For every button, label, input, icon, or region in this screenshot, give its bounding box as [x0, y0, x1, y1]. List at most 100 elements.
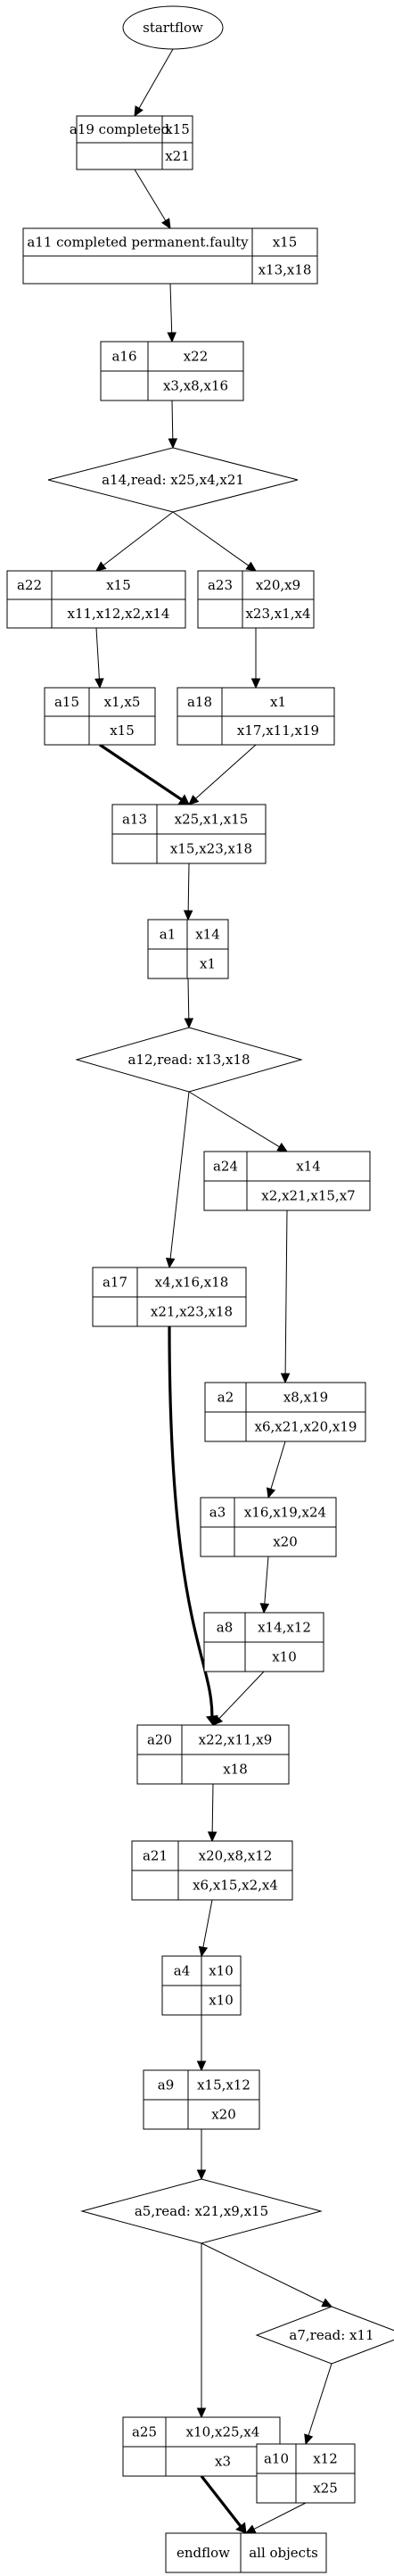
node-name: endflow [176, 2545, 230, 2561]
edge-line [284, 1210, 288, 1375]
edge-a3-a8 [259, 1556, 270, 1614]
edge-line [171, 400, 174, 440]
arrowhead [198, 1945, 209, 1958]
arrowhead [134, 105, 144, 118]
node-name: a4 [174, 1963, 191, 1979]
edge-line [169, 1091, 190, 1259]
edge-a24-a2 [280, 1210, 291, 1384]
node-name: a11 completed permanent.faulty [27, 235, 249, 251]
node-name: a20 [147, 1732, 172, 1748]
arrowhead [188, 795, 200, 805]
decision-label: a7,read: x11 [289, 2327, 373, 2343]
node-read-objects: x1,x5 [104, 694, 141, 710]
node-read-objects: x14 [195, 927, 220, 943]
edge-a15-a13 [99, 743, 190, 805]
node-name: a18 [187, 694, 212, 710]
edge-line [211, 1783, 214, 1833]
node-name: a2 [218, 1390, 234, 1406]
edge-line [103, 511, 174, 566]
edge-a20-a21 [207, 1783, 218, 1843]
node-read-objects: x15 [273, 235, 298, 251]
edge-a9-a5 [196, 2129, 207, 2181]
node-label: startflow [143, 20, 203, 36]
node-write-objects: x17,x11,x19 [237, 722, 319, 739]
node-name: a16 [111, 349, 136, 365]
edge-line [200, 2475, 242, 2528]
arrowhead [235, 2522, 247, 2534]
arrowhead [184, 1018, 194, 1029]
node-name: a25 [132, 2424, 157, 2440]
arrowhead [321, 2298, 333, 2308]
node-write-objects: x3,x8,x16 [163, 378, 228, 394]
decision-label: a14,read: x25,x4,x21 [102, 472, 244, 488]
decision-diamond [75, 1027, 303, 1093]
node-read-objects: x25,x1,x15 [175, 812, 249, 828]
edge-a12-a17 [165, 1091, 190, 1269]
arrowhead [244, 2524, 257, 2534]
node-read-objects: x12 [313, 2451, 338, 2467]
edge-line [218, 1671, 265, 1720]
node-name: a8 [217, 1620, 234, 1636]
edge-a5-a25 [196, 2243, 207, 2419]
edge-a22-a15 [94, 627, 104, 689]
node-read-objects: x16,x19,x24 [244, 1505, 326, 1521]
node-write-objects: x10 [209, 1993, 234, 2009]
node-read-objects: x22 [184, 349, 209, 365]
arrowhead [250, 678, 261, 689]
decision-label: a5,read: x21,x9,x15 [135, 2203, 268, 2219]
node-name: a22 [17, 577, 42, 593]
edge-line [202, 1899, 213, 1948]
arrowhead [161, 218, 171, 230]
edge-a14-a23 [172, 511, 257, 572]
edge-a13-a1 [183, 863, 193, 921]
edge-a18-a13 [188, 744, 257, 805]
node-name: a23 [208, 577, 233, 593]
decision-diamond [47, 447, 299, 513]
node-write-objects: x15,x23,x18 [170, 841, 252, 857]
node-box [165, 2532, 327, 2573]
node-write-objects: x20 [273, 1534, 298, 1550]
node-name: a10 [264, 2451, 289, 2467]
node-read-objects: x10,x25,x4 [186, 2424, 260, 2440]
node-read-objects: x1 [270, 694, 286, 710]
edge-line [172, 511, 250, 566]
node-read-objects: x14,x12 [258, 1620, 311, 1636]
arrowhead [280, 1373, 291, 1384]
edge-line [253, 2502, 307, 2530]
node-write-objects: x11,x12,x2,x14 [68, 606, 170, 622]
node-name: a19 completed [70, 121, 170, 137]
edge-line [270, 1441, 286, 1490]
edge-a21-a4 [198, 1899, 213, 1958]
node-read-objects: x15 [106, 577, 131, 593]
edge-a11-a16 [167, 283, 176, 343]
node-name: a24 [213, 1159, 238, 1175]
node-name: a21 [143, 1848, 168, 1864]
start-ellipse [122, 5, 224, 50]
decision-diamond [255, 2306, 394, 2365]
node-read-objects: x20,x9 [256, 577, 300, 593]
edge-a12-a24 [188, 1091, 289, 1152]
arrowhead [304, 2433, 314, 2446]
arrowhead [95, 561, 107, 572]
edges-layer [94, 48, 333, 2534]
edge-a4-a9 [196, 2015, 207, 2072]
node-name: a1 [160, 927, 176, 943]
node-read-objects: x20,x8,x12 [199, 1848, 273, 1864]
edge-a5-a7 [201, 2242, 333, 2308]
edge-line [187, 863, 190, 912]
edge-line [95, 627, 100, 680]
